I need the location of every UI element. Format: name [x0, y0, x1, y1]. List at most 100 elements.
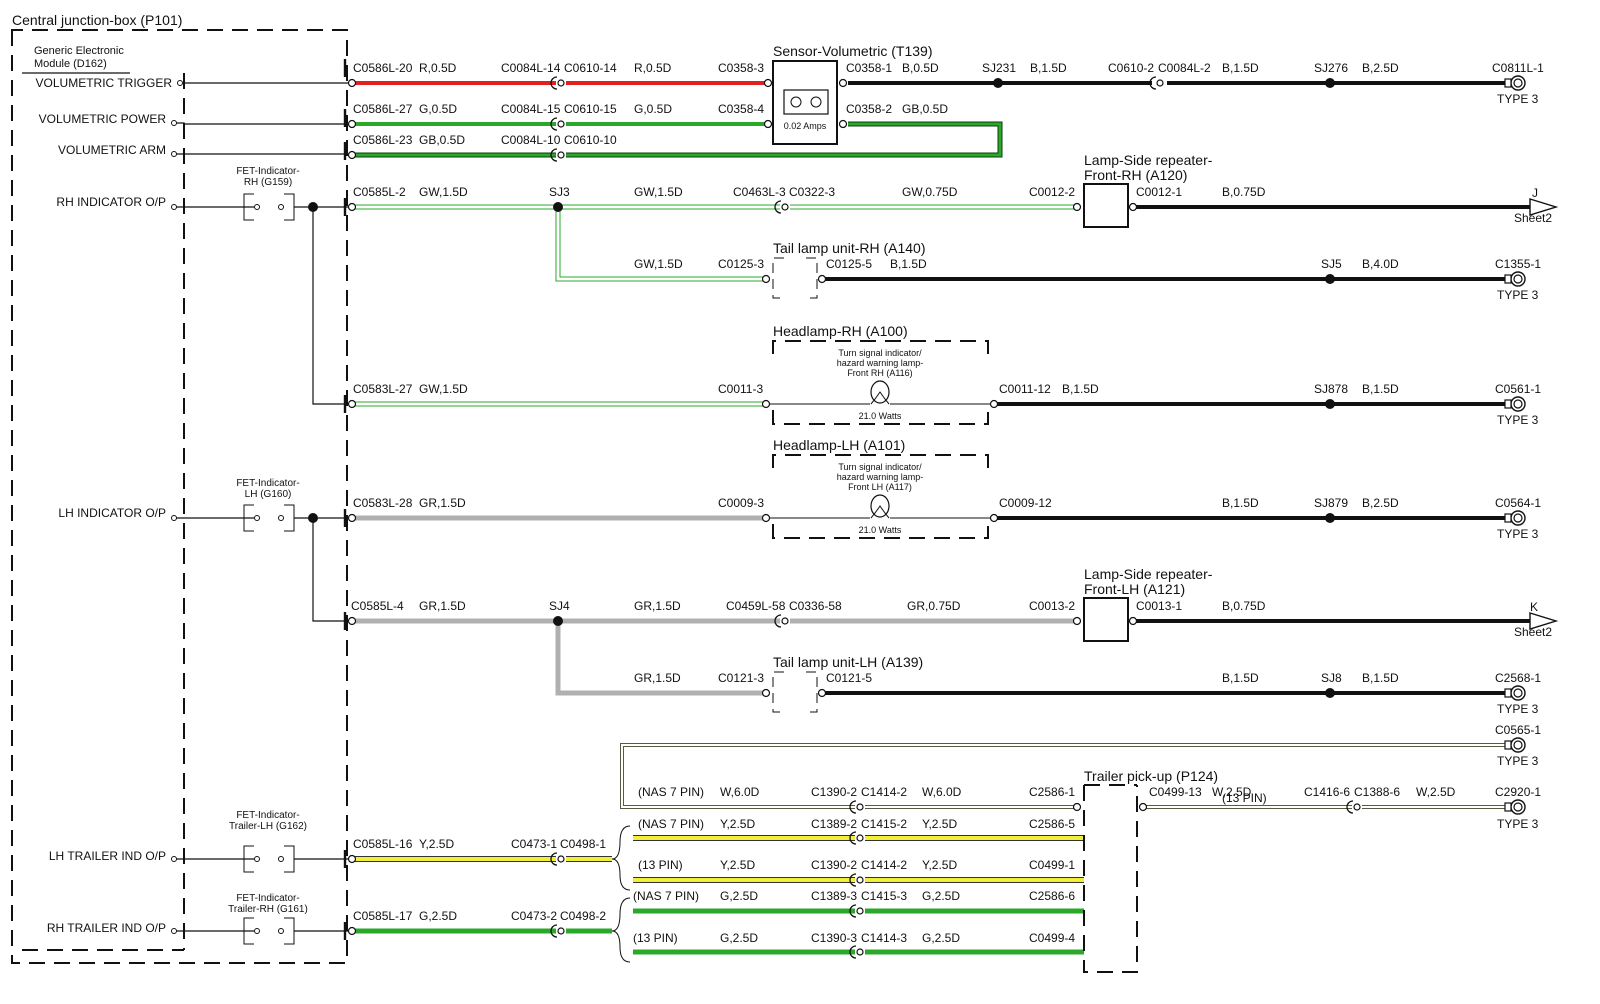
- module-pin-terminal: [171, 120, 177, 126]
- wire-label-g25: G,2.5D: [720, 931, 758, 945]
- pin-terminal: [817, 688, 827, 698]
- wire-label-g25: G,2.5D: [922, 889, 960, 903]
- conn-c0498-2: C0498-2: [560, 909, 606, 923]
- wire-label-y25: Y,2.5D: [720, 817, 755, 831]
- conn-c0358-1: C0358-1: [846, 61, 892, 75]
- conn-c1390-3: C1390-3: [811, 931, 857, 945]
- module-pin-terminal: [171, 515, 177, 521]
- tail-lamp-lh-title: Tail lamp unit-LH (A139): [773, 654, 923, 670]
- bulb-rh-watts: 21.0 Watts: [859, 411, 902, 421]
- pin-terminal: [347, 513, 357, 523]
- pin-type-13-overlap: (13 PIN): [1222, 791, 1267, 805]
- fet-indicator-trailer-rh-contact: [278, 928, 284, 934]
- inline-connector-female: [557, 79, 565, 87]
- wire-label-gb05: GB,0.5D: [419, 133, 465, 147]
- conn-c0459l-58: C0459L-58: [726, 599, 786, 613]
- splice-sj276: [1325, 78, 1335, 88]
- brace-lh-trailer: [611, 825, 631, 891]
- inline-connector-female: [557, 855, 565, 863]
- fet-indicator-lh-label: FET-Indicator-: [236, 478, 299, 489]
- wire-label-y25: Y,2.5D: [922, 858, 957, 872]
- pin-terminal: [1072, 202, 1082, 212]
- conn-c0473-2: C0473-2: [511, 909, 557, 923]
- wire-label-gw15: GW,1.5D: [419, 382, 468, 396]
- ground-lug: [1504, 78, 1512, 88]
- ground-lug: [1504, 740, 1512, 750]
- conn-c0585l-4: C0585L-4: [351, 599, 404, 613]
- fet-trailer-rh-label: Trailer-RH (G161): [228, 904, 308, 915]
- fet-indicator-rh-bracket-left: [243, 193, 254, 221]
- ground-type-label: TYPE 3: [1497, 702, 1539, 716]
- headlamp-lh-box: [772, 454, 989, 539]
- conn-c0084l-10: C0084L-10: [501, 133, 561, 147]
- bulb-lh-label: Front LH (A117): [848, 482, 912, 492]
- splice-sj5: [1325, 274, 1335, 284]
- conn-c0498-1: C0498-1: [560, 837, 606, 851]
- fet-indicator-lh-bracket-right: [284, 504, 295, 532]
- conn-c1414-2: C1414-2: [861, 785, 907, 799]
- wire-label-b075: B,0.75D: [1222, 599, 1266, 613]
- wire-label-w60: W,6.0D: [922, 785, 962, 799]
- conn-c0586l-23: C0586L-23: [353, 133, 413, 147]
- tail-lamp-rh-title: Tail lamp unit-RH (A140): [773, 240, 926, 256]
- wire-label-b15: B,1.5D: [890, 257, 927, 271]
- pin-terminal: [347, 202, 357, 212]
- splice-rh-fet: [308, 202, 318, 212]
- module-pin-vol-trigger: VOLUMETRIC TRIGGER: [36, 76, 173, 90]
- inline-connector-male: [774, 614, 782, 628]
- inline-connector-male: [550, 924, 558, 938]
- conn-c0585l-2: C0585L-2: [353, 185, 406, 199]
- splice-label-sj879: SJ879: [1314, 496, 1348, 510]
- pin-terminal: [817, 274, 827, 284]
- bulb-rh-label: hazard warning lamp-: [837, 358, 924, 368]
- wire-label-b15: B,1.5D: [1362, 382, 1399, 396]
- inline-connector-male: [849, 904, 857, 918]
- wire-label-gr15: GR,1.5D: [634, 671, 681, 685]
- conn-c0358-3: C0358-3: [718, 61, 764, 75]
- wire-label-y25: Y,2.5D: [720, 858, 755, 872]
- wire-label-w60: W,6.0D: [720, 785, 760, 799]
- conn-c1390-2: C1390-2: [811, 785, 857, 799]
- conn-c0499-4: C0499-4: [1029, 931, 1075, 945]
- ground-lug: [1504, 274, 1512, 284]
- wire-label-g05: G,0.5D: [419, 102, 457, 116]
- pin-terminal: [1072, 616, 1082, 626]
- splice-label-sj231: SJ231: [982, 61, 1016, 75]
- pin-terminal: [763, 78, 773, 88]
- inline-connector-male: [550, 76, 558, 90]
- module-pin-terminal: [171, 928, 177, 934]
- pin-type-13: (13 PIN): [638, 858, 683, 872]
- inline-connector-male: [550, 148, 558, 162]
- fet-indicator-trailer-lh-bracket-right: [284, 845, 295, 873]
- bulb-filament: [870, 391, 890, 405]
- pin-terminal: [763, 119, 773, 129]
- module-pin-vol-power: VOLUMETRIC POWER: [39, 112, 167, 126]
- fet-indicator-lh-contact: [278, 515, 284, 521]
- sensor-volumetric-title: Sensor-Volumetric (T139): [773, 43, 933, 59]
- conn-c0585l-16: C0585L-16: [353, 837, 413, 851]
- splice-label-sj878: SJ878: [1314, 382, 1348, 396]
- pin-terminal: [347, 854, 357, 864]
- sheet-ref-j: J: [1532, 186, 1538, 200]
- wire-label-gr15: GR,1.5D: [419, 599, 466, 613]
- wire-label-gr15: GR,1.5D: [419, 496, 466, 510]
- conn-c2586-5: C2586-5: [1029, 817, 1075, 831]
- conn-c1415-2: C1415-2: [861, 817, 907, 831]
- ground-lug: [1504, 688, 1512, 698]
- module-pin-terminal: [171, 856, 177, 862]
- splice-sj8: [1325, 688, 1335, 698]
- module-pin-rh-ind: RH INDICATOR O/P: [56, 195, 166, 209]
- pin-terminal: [347, 926, 357, 936]
- module-pin-lh-trailer: LH TRAILER IND O/P: [49, 849, 166, 863]
- conn-c0322-3: C0322-3: [789, 185, 835, 199]
- conn-c0811l-1: C0811L-1: [1492, 61, 1544, 75]
- pin-terminal: [989, 513, 999, 523]
- pin-type-13: (13 PIN): [633, 931, 678, 945]
- wire-label-gr075: GR,0.75D: [907, 599, 961, 613]
- fet-indicator-lh-contact: [254, 515, 260, 521]
- conn-c1416-6: C1416-6: [1304, 785, 1350, 799]
- generic-module-title: Generic Electronic: [34, 45, 124, 57]
- splice-label-sj4: SJ4: [549, 599, 570, 613]
- splice-label-sj5: SJ5: [1321, 257, 1342, 271]
- conn-c1390-2: C1390-2: [811, 858, 857, 872]
